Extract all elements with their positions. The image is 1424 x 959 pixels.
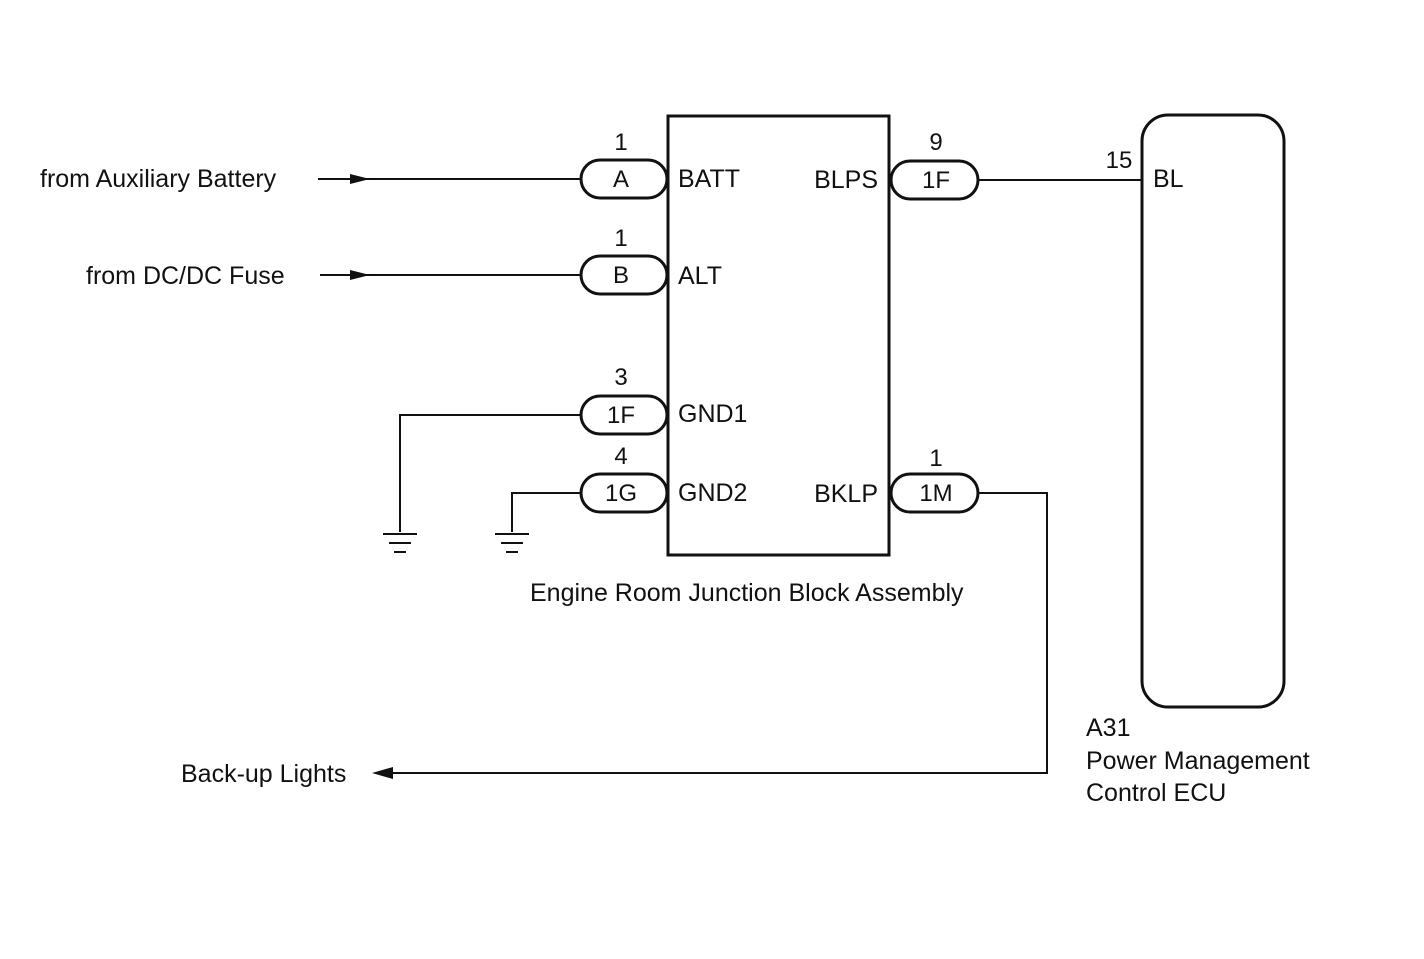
ecu-code: A31 <box>1086 714 1130 742</box>
junction-block-box <box>666 114 891 557</box>
pin-bl: 15 <box>1106 147 1133 174</box>
aux-battery-arrow-icon <box>350 174 370 184</box>
pin-blps: 9 <box>929 129 942 156</box>
terminal-bklp: BKLP <box>814 480 878 508</box>
connector-bklp: 1M <box>889 472 980 514</box>
connector-alt: B <box>579 254 669 296</box>
connector-batt: A <box>579 158 669 200</box>
pin-gnd2: 4 <box>614 443 627 470</box>
pin-gnd1: 3 <box>614 364 627 391</box>
connector-gnd2: 1G <box>579 472 669 514</box>
ecu-name-line2: Control ECU <box>1086 779 1226 807</box>
dcdc-fuse-label: from DC/DC Fuse <box>86 262 285 290</box>
terminal-batt: BATT <box>678 165 740 193</box>
terminal-blps: BLPS <box>814 166 878 194</box>
backup-lights-label: Back-up Lights <box>181 760 346 788</box>
terminal-gnd1: GND1 <box>678 400 747 428</box>
dcdc-fuse-arrow-icon <box>350 270 370 280</box>
pin-batt: 1 <box>614 129 627 156</box>
connector-alt-id: B <box>613 262 629 289</box>
terminal-bl: BL <box>1153 165 1184 193</box>
connector-gnd2-id: 1G <box>605 480 637 507</box>
ground-symbol-icon <box>495 533 529 553</box>
junction-block-name: Engine Room Junction Block Assembly <box>530 579 964 607</box>
connector-gnd1-id: 1F <box>607 402 635 429</box>
gnd2-wire <box>511 492 582 532</box>
backup-lights-arrow-icon <box>372 767 393 779</box>
gnd1-wire <box>399 414 582 532</box>
connector-blps: 1F <box>889 159 980 201</box>
pin-bklp: 1 <box>929 445 942 472</box>
aux-battery-label: from Auxiliary Battery <box>40 165 277 193</box>
terminal-gnd2: GND2 <box>678 479 747 507</box>
backup-lights-wire <box>392 492 1048 774</box>
ecu-box <box>1140 113 1286 709</box>
connector-bklp-id: 1M <box>919 480 952 507</box>
connector-blps-id: 1F <box>922 167 950 194</box>
connector-batt-id: A <box>613 166 629 193</box>
ecu-name-line1: Power Management <box>1086 747 1310 775</box>
terminal-alt: ALT <box>678 262 722 290</box>
connector-gnd1: 1F <box>579 394 669 436</box>
ground-symbol-icon <box>383 533 417 553</box>
pin-alt: 1 <box>614 225 627 252</box>
